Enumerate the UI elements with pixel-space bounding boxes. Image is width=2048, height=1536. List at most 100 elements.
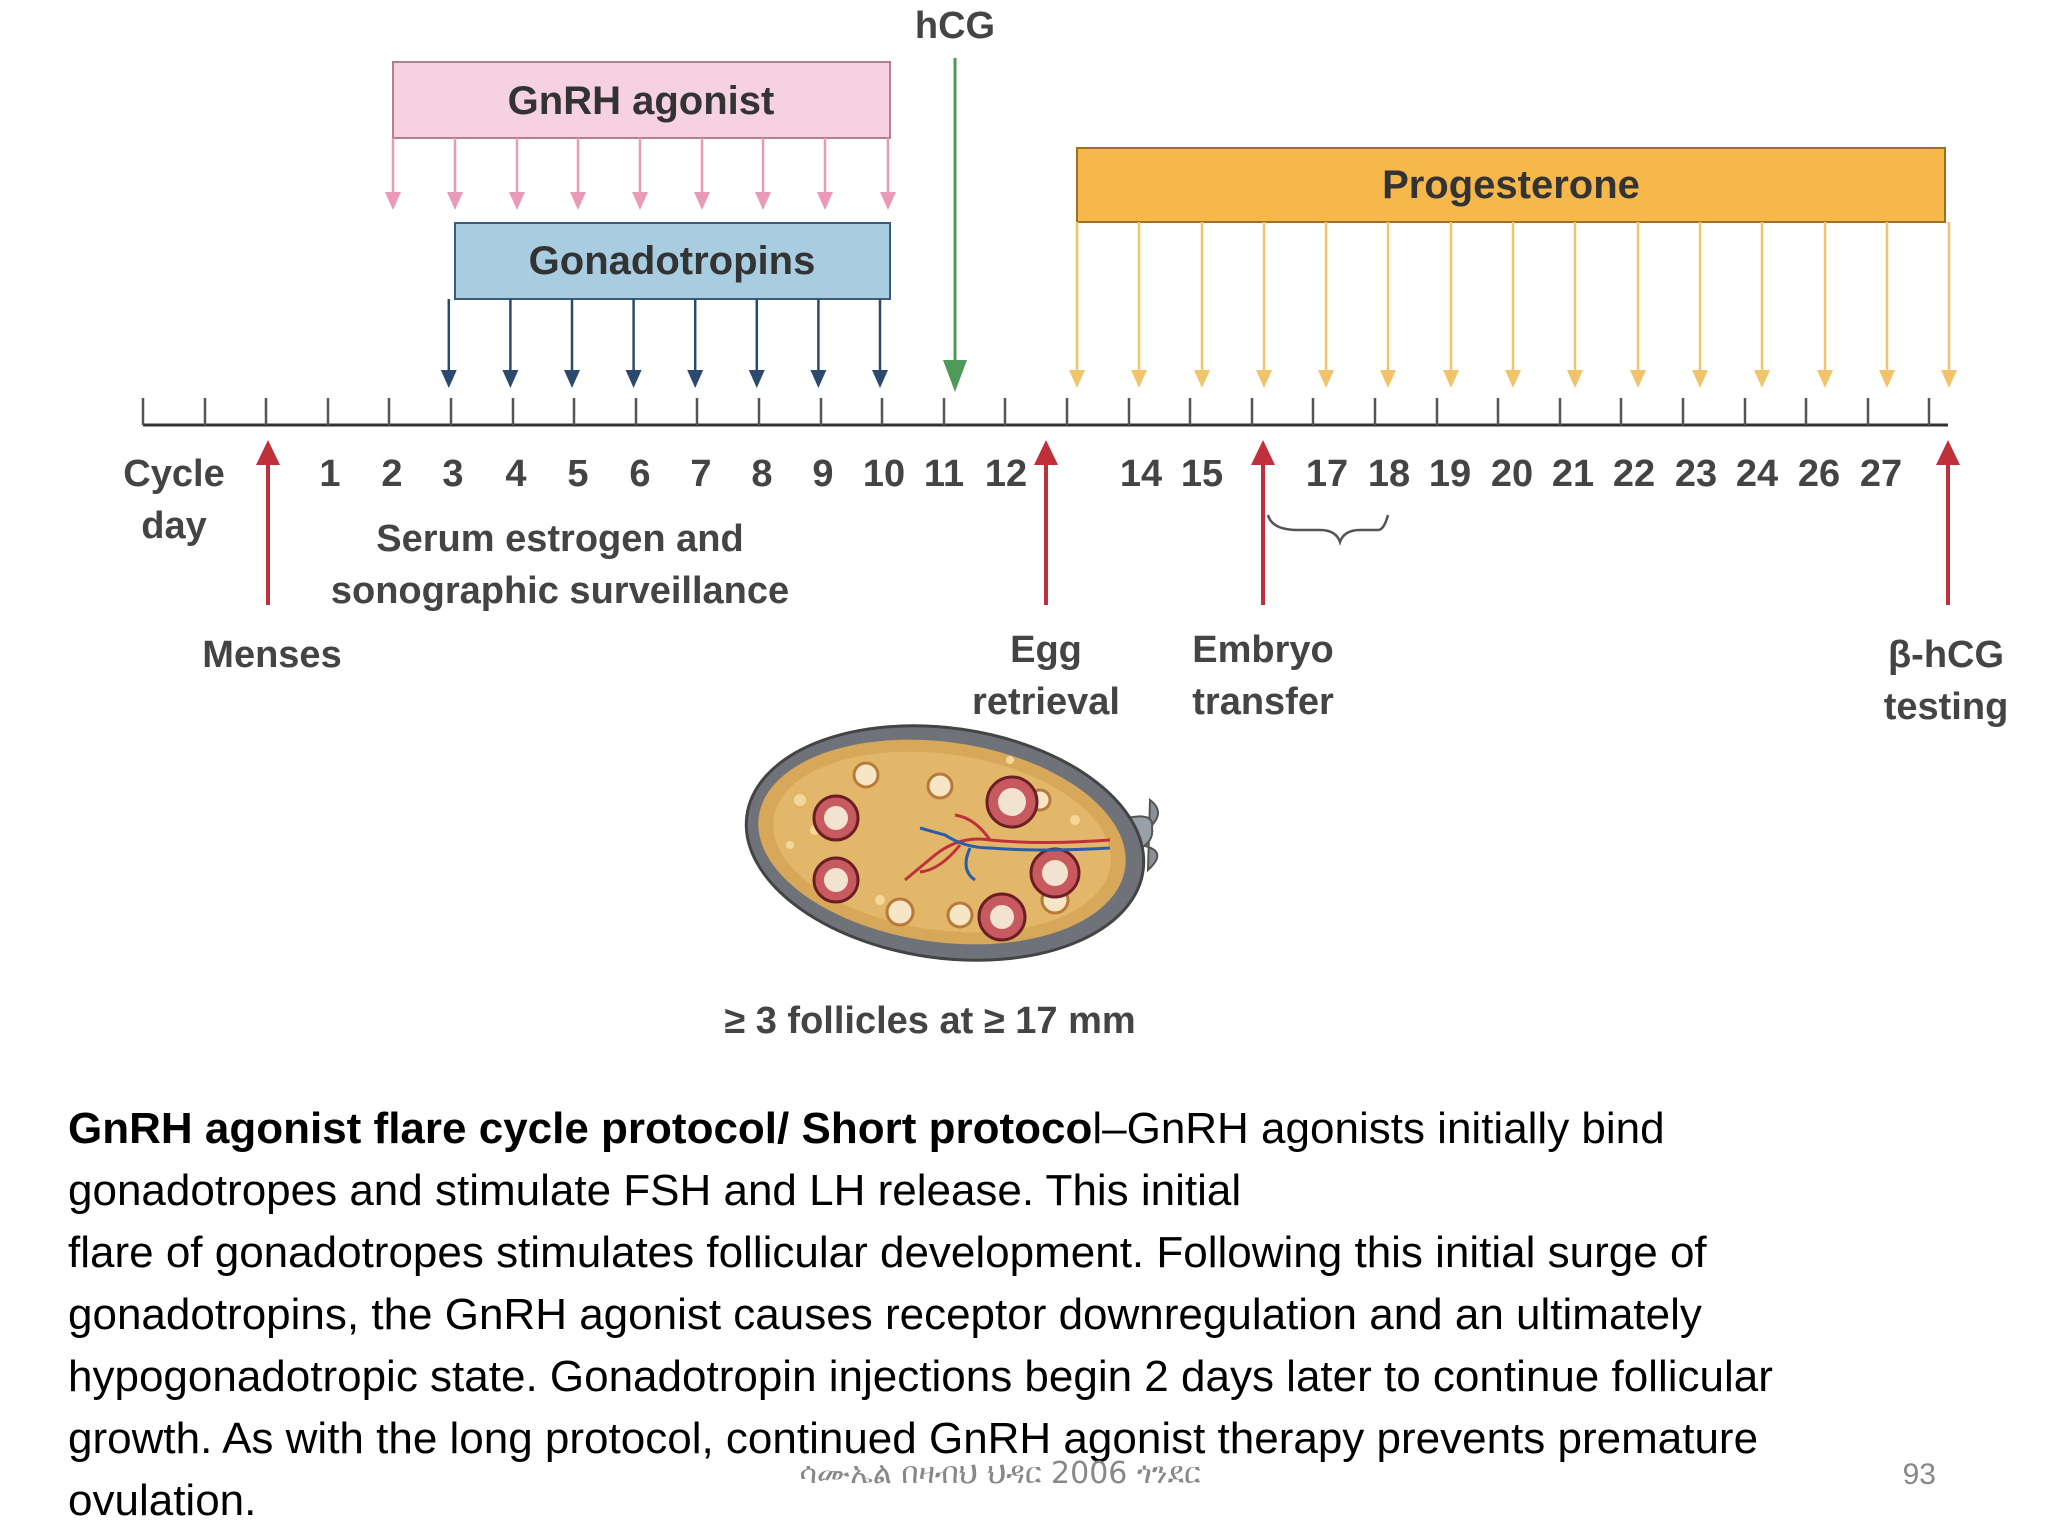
menses-arrow <box>256 440 280 605</box>
bhcg-testing-label-line1: β-hCG <box>1888 634 2004 676</box>
day-label-12: 12 <box>985 453 1027 495</box>
gnrh-arrow-8 <box>817 138 833 210</box>
progesterone-arrow-13 <box>1817 222 1833 388</box>
day-label-11: 11 <box>924 453 964 495</box>
caption-line-7: ovulation. <box>68 1476 257 1525</box>
day-label-6: 6 <box>629 453 650 495</box>
menses-label: Menses <box>202 634 341 676</box>
caption: GnRH agonist flare cycle protocol/ Short… <box>68 1098 1968 1532</box>
gnrh-arrow-6 <box>694 138 710 210</box>
gnrh-arrow-7 <box>755 138 771 210</box>
day-label-17: 17 <box>1306 453 1348 495</box>
gnrh-agonist-box <box>392 61 891 139</box>
progesterone-arrow-5 <box>1318 222 1334 388</box>
timeline-ticks <box>141 398 1931 425</box>
follicles-label: ≥ 3 follicles at ≥ 17 mm <box>724 1000 1135 1042</box>
gonadotropin-arrow-7 <box>810 299 827 388</box>
gnrh-agonist-label: GnRH agonist <box>508 79 775 123</box>
progesterone-arrow-7 <box>1443 222 1459 388</box>
progesterone-arrow-9 <box>1567 222 1583 388</box>
gonadotropin-arrows <box>440 299 888 388</box>
progesterone-arrow-3 <box>1194 222 1210 388</box>
progesterone-arrow-11 <box>1692 222 1708 388</box>
day-label-26: 26 <box>1798 453 1840 495</box>
gonadotropin-arrow-3 <box>564 299 580 388</box>
cycle-day-label-line1: Cycle <box>123 453 224 495</box>
progesterone-arrow-1 <box>1069 222 1085 388</box>
gnrh-arrow-2 <box>447 138 463 210</box>
embryo-transfer-brace <box>1266 514 1390 546</box>
caption-line-6: growth. As with the long protocol, conti… <box>68 1414 1759 1463</box>
day-label-18: 18 <box>1368 453 1410 495</box>
caption-line1-rest: l–GnRH agonists initially bind <box>1092 1104 1665 1153</box>
day-label-2: 2 <box>381 453 402 495</box>
egg-retrieval-arrow <box>1034 440 1058 605</box>
day-label-15: 15 <box>1181 453 1223 495</box>
egg-retrieval-label-line1: Egg <box>1010 629 1082 671</box>
hcg-arrowhead <box>943 360 967 392</box>
progesterone-box <box>1076 147 1946 223</box>
day-label-22: 22 <box>1613 453 1655 495</box>
progesterone-arrow-10 <box>1630 222 1646 388</box>
progesterone-arrows <box>1069 222 1957 388</box>
gonadotropin-arrow-2 <box>502 299 519 388</box>
progesterone-arrow-2 <box>1131 222 1147 388</box>
day-label-1: 1 <box>319 453 340 495</box>
caption-line-5: hypogonadotropic state. Gonadotropin inj… <box>68 1352 1773 1401</box>
caption-bold-title: GnRH agonist flare cycle protocol/ Short… <box>68 1104 1093 1153</box>
caption-line-1: GnRH agonist flare cycle protocol/ Short… <box>68 1098 1968 1160</box>
day-label-24: 24 <box>1736 453 1778 495</box>
gonadotropin-arrow-4 <box>625 299 642 388</box>
day-label-19: 19 <box>1429 453 1471 495</box>
gnrh-arrow-3 <box>509 138 525 210</box>
bhcg-testing-arrow <box>1936 440 1960 605</box>
caption-line-4: gonadotropins, the GnRH agonist causes r… <box>68 1290 1702 1339</box>
ovary-illustration <box>744 724 1159 962</box>
gonadotropins-box <box>454 222 891 300</box>
day-label-10: 10 <box>863 453 905 495</box>
gonadotropin-arrow-8 <box>872 299 888 388</box>
gonadotropin-arrow-1 <box>440 299 457 388</box>
day-label-9: 9 <box>812 453 833 495</box>
day-label-27: 27 <box>1860 453 1902 495</box>
gnrh-arrow-5 <box>632 138 648 210</box>
progesterone-arrow-6 <box>1380 222 1396 388</box>
day-label-20: 20 <box>1491 453 1533 495</box>
progesterone-arrow-15 <box>1941 222 1957 388</box>
progesterone-arrow-8 <box>1505 222 1521 388</box>
day-label-8: 8 <box>751 453 772 495</box>
gnrh-arrow-4 <box>570 138 586 210</box>
hcg-label: hCG <box>915 5 995 47</box>
ivf-protocol-diagram: hCG GnRH agonist Gonadotropins Progester… <box>123 5 2009 1042</box>
gnrh-arrow-9 <box>880 138 896 210</box>
day-label-7: 7 <box>690 453 711 495</box>
day-label-4: 4 <box>505 453 526 495</box>
gnrh-arrows <box>385 138 896 210</box>
embryo-transfer-label-line2: transfer <box>1192 681 1334 723</box>
gonadotropin-arrow-5 <box>687 299 704 388</box>
gonadotropins-label: Gonadotropins <box>529 239 816 283</box>
slide-number: 93 <box>1902 1458 1936 1491</box>
progesterone-arrow-4 <box>1256 222 1272 388</box>
day-label-14: 14 <box>1120 453 1162 495</box>
progesterone-arrow-14 <box>1879 222 1895 388</box>
cycle-day-label-line2: day <box>141 505 206 547</box>
caption-line-2: gonadotropes and stimulate FSH and LH re… <box>68 1166 1242 1215</box>
day-label-3: 3 <box>442 453 463 495</box>
footer-text: ሳሙኤል በዛብህ ህዳር 2006 ጎንደር <box>799 1456 1201 1491</box>
gonadotropin-arrow-6 <box>748 299 765 388</box>
progesterone-arrow-12 <box>1754 222 1770 388</box>
surveillance-line2: sonographic surveillance <box>331 570 789 612</box>
bhcg-testing-label-line2: testing <box>1884 686 2009 728</box>
caption-line-3: flare of gonadotropes stimulates follicu… <box>68 1228 1707 1277</box>
embryo-transfer-arrow <box>1251 440 1275 605</box>
day-label-5: 5 <box>567 453 588 495</box>
progesterone-label: Progesterone <box>1382 163 1640 207</box>
egg-retrieval-label-line2: retrieval <box>972 681 1120 723</box>
day-label-21: 21 <box>1552 453 1594 495</box>
day-label-23: 23 <box>1675 453 1717 495</box>
gnrh-arrow-1 <box>385 138 401 210</box>
surveillance-line1: Serum estrogen and <box>376 518 743 560</box>
embryo-transfer-label-line1: Embryo <box>1192 629 1333 671</box>
